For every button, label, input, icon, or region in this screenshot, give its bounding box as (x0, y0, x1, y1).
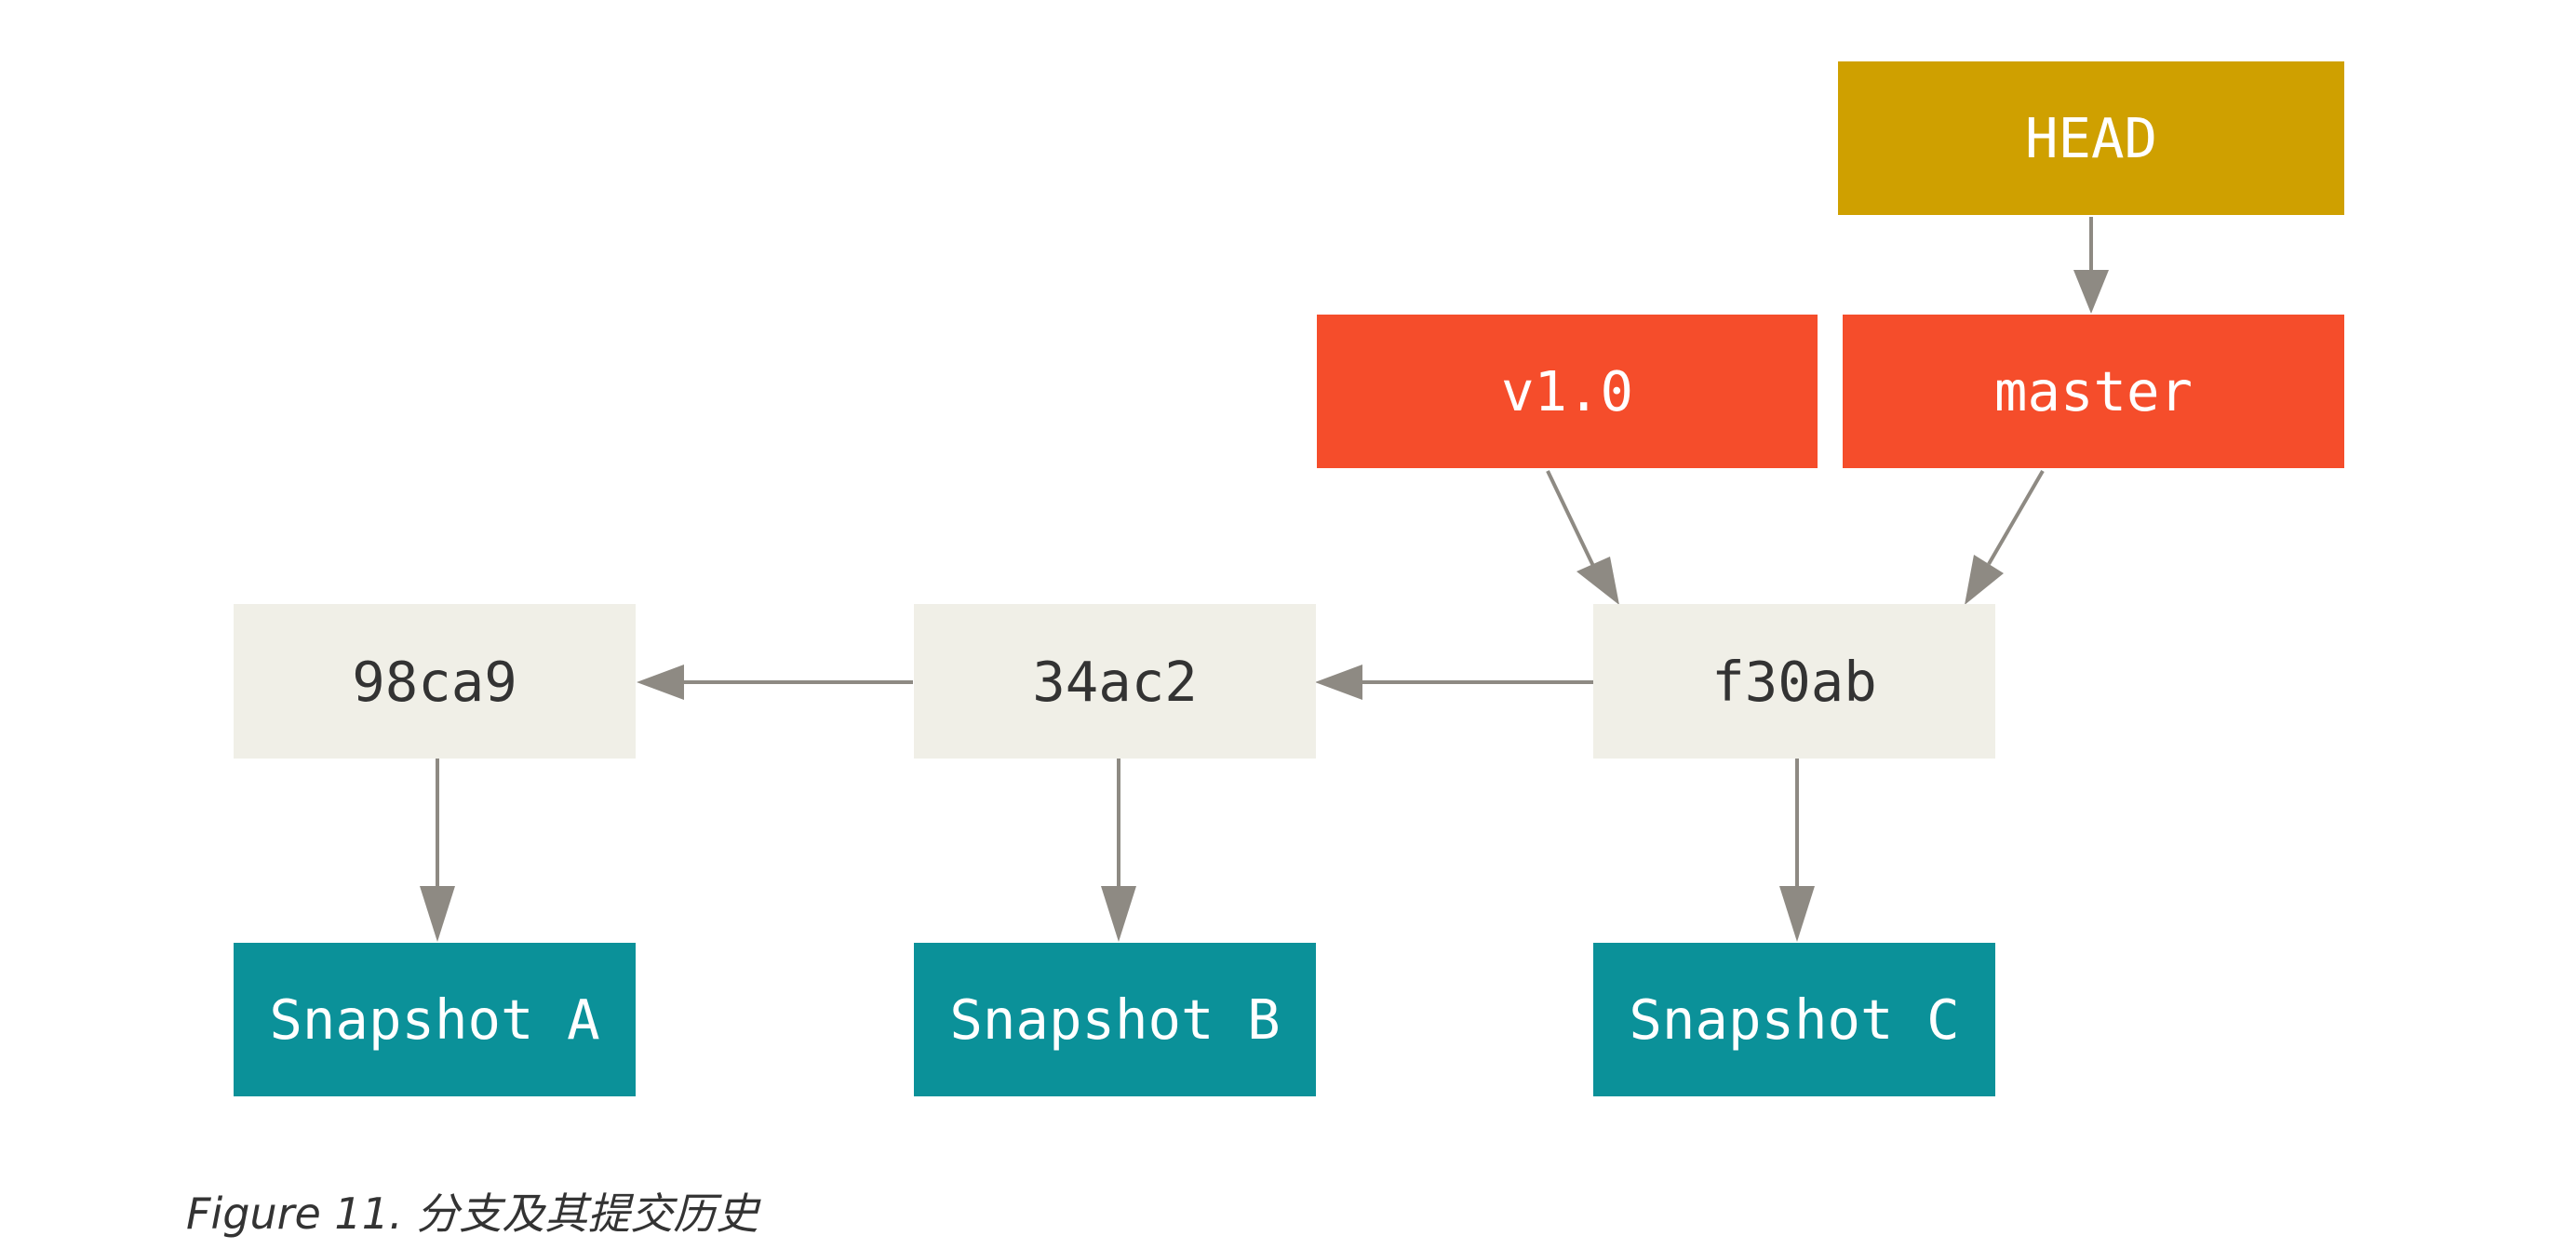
snapshot-label: Snapshot C (1629, 987, 1960, 1052)
arrow-commit-c-to-snapshot (1779, 759, 1815, 942)
figure-caption-text: 分支及其提交历史 (416, 1189, 759, 1239)
head-label: HEAD (2024, 106, 2158, 170)
figure-number: Figure 11. (186, 1189, 403, 1239)
figure-caption: Figure 11. 分支及其提交历史 (186, 1180, 758, 1242)
snapshot-label: Snapshot A (269, 987, 600, 1052)
tag-label: v1.0 (1500, 359, 1634, 423)
arrow-tag-to-commit (1546, 470, 1619, 605)
arrow-commit-c-to-b (1315, 665, 1593, 700)
snapshot-node: Snapshot B (914, 943, 1316, 1096)
commit-node: 98ca9 (234, 604, 636, 759)
commit-node: f30ab (1593, 604, 1995, 759)
head-pointer: HEAD (1838, 61, 2344, 215)
snapshot-label: Snapshot B (949, 987, 1281, 1052)
commit-id: f30ab (1711, 649, 1877, 714)
arrow-commit-b-to-a (637, 665, 913, 700)
tag-v1-0: v1.0 (1317, 315, 1818, 468)
arrow-branch-to-commit (1965, 469, 2045, 605)
arrow-commit-b-to-snapshot (1101, 759, 1136, 942)
commit-node: 34ac2 (914, 604, 1316, 759)
commit-id: 34ac2 (1032, 649, 1198, 714)
snapshot-node: Snapshot C (1593, 943, 1995, 1096)
arrow-head-to-master (2073, 217, 2109, 314)
branch-label: master (1993, 359, 2194, 423)
snapshot-node: Snapshot A (234, 943, 636, 1096)
arrow-commit-a-to-snapshot (420, 759, 455, 942)
branch-master: master (1843, 315, 2344, 468)
commit-id: 98ca9 (352, 649, 517, 714)
